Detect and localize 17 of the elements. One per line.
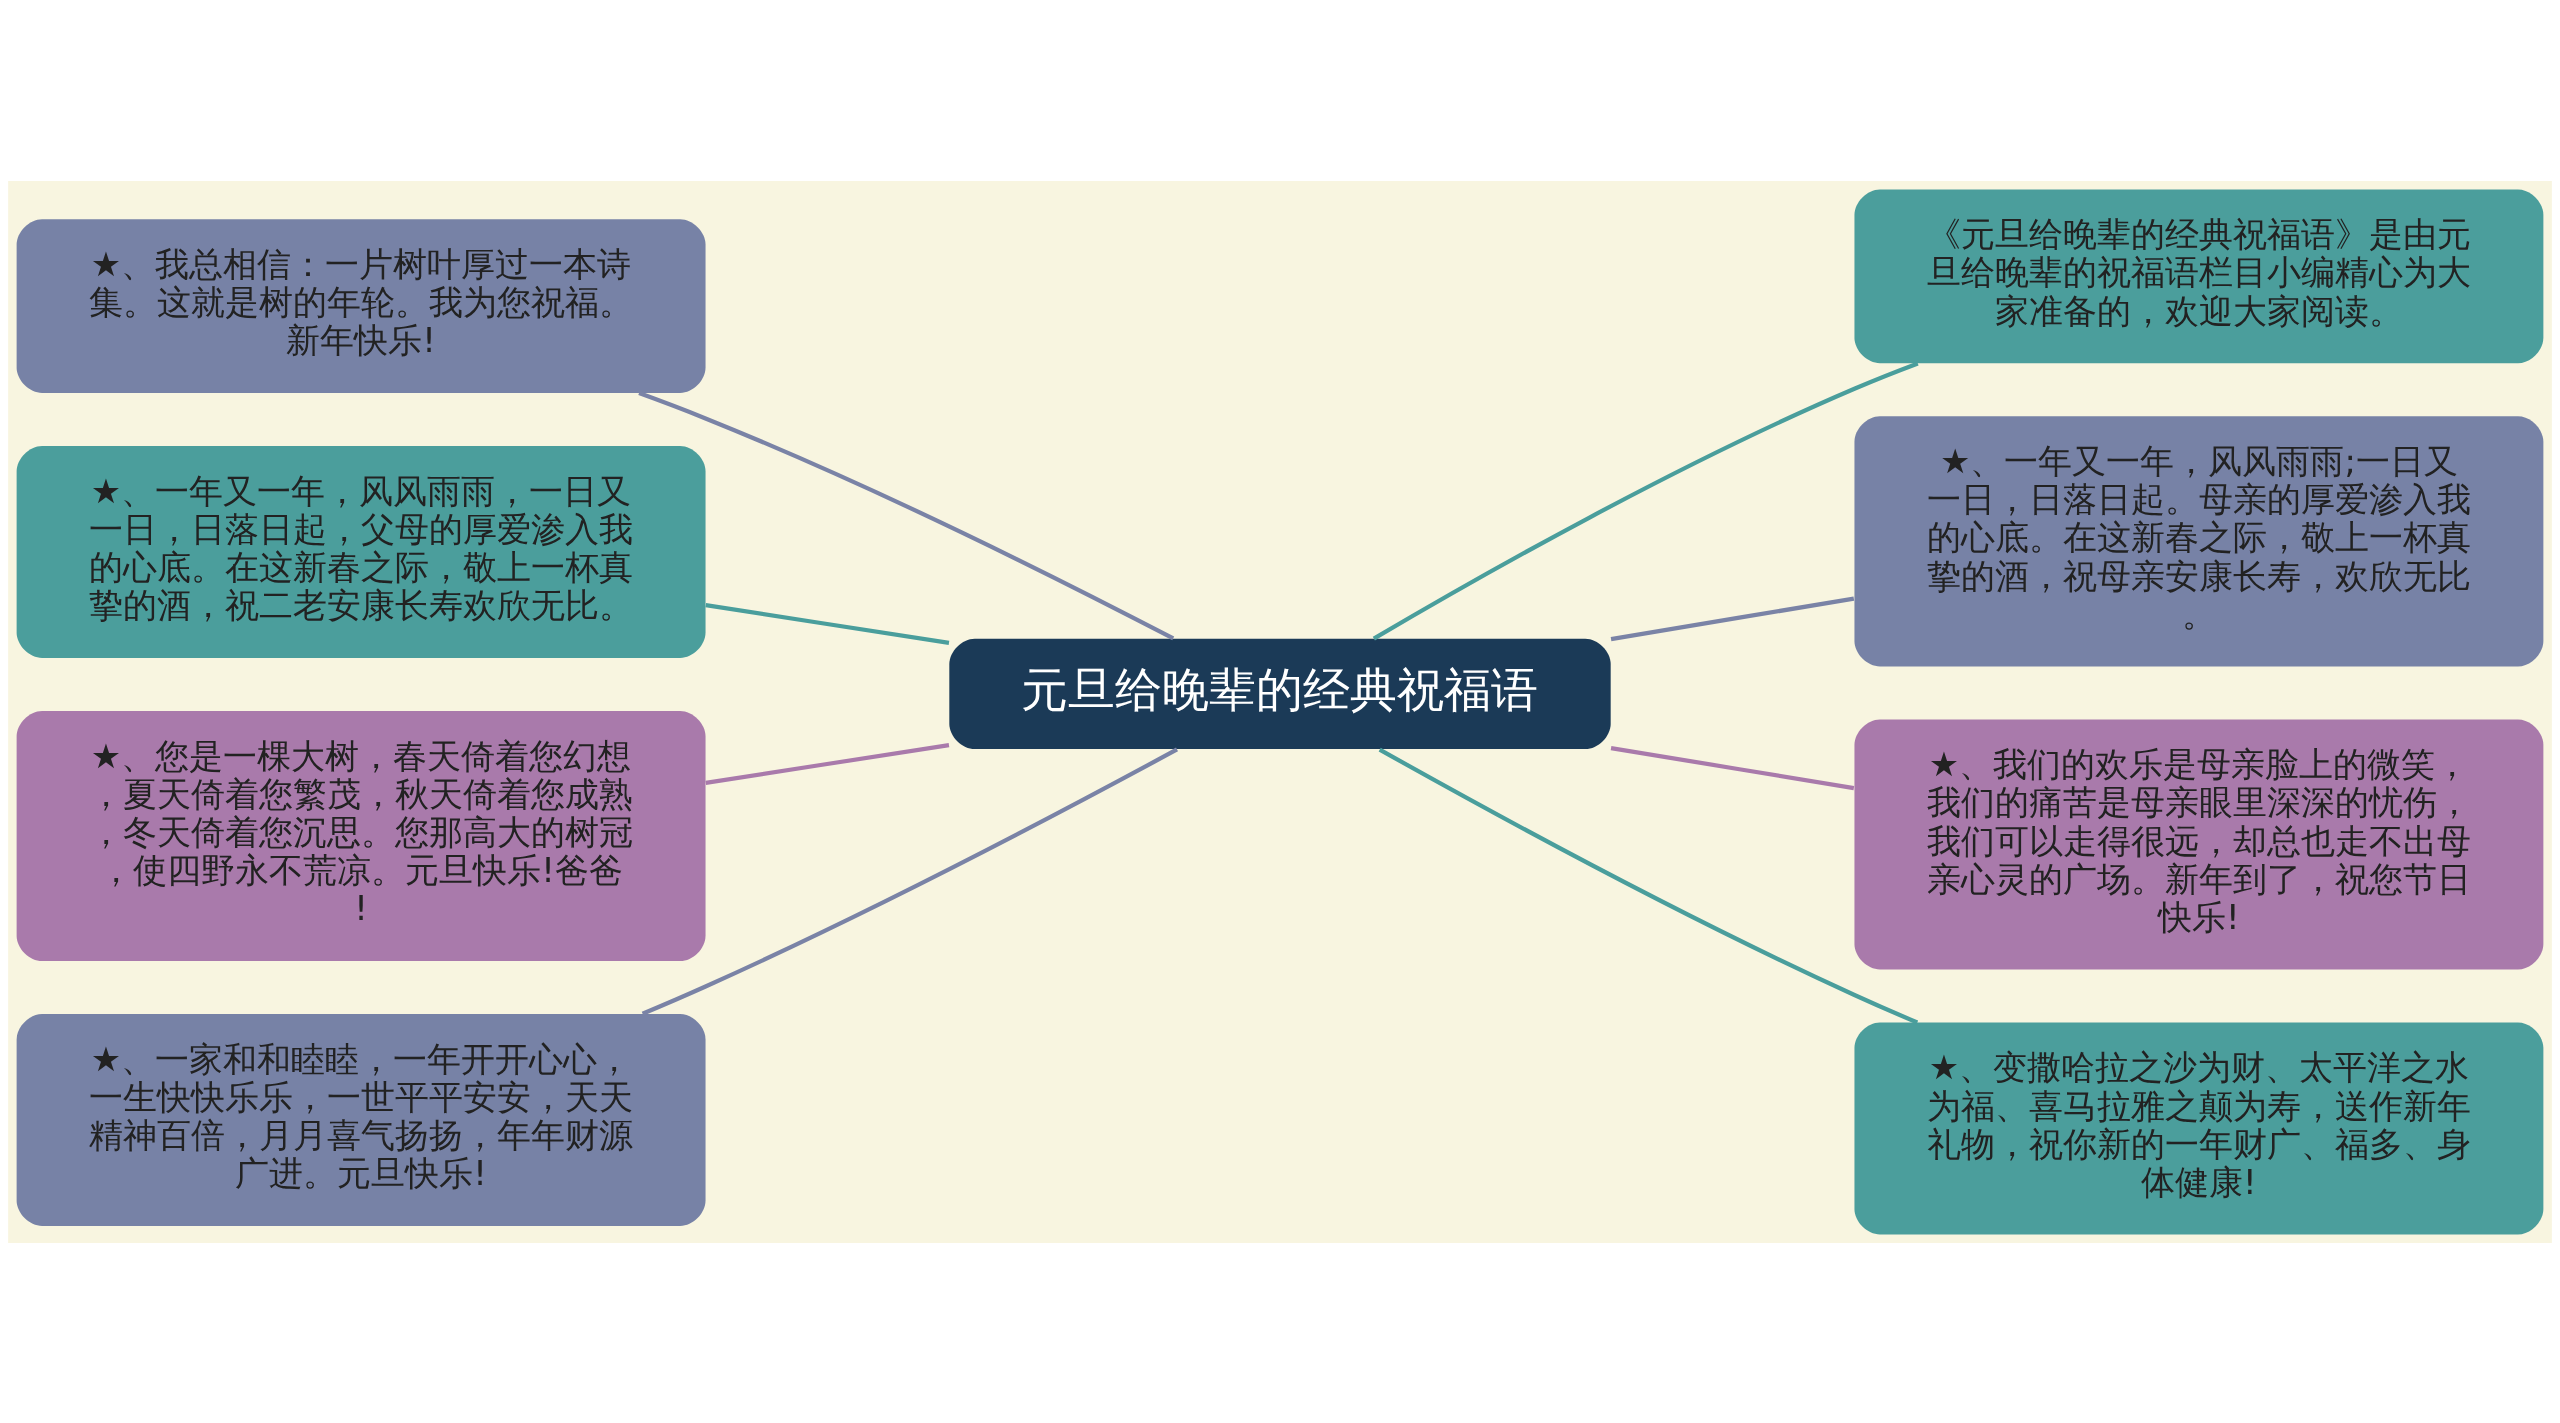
- connector: [641, 747, 1179, 1016]
- node-box: ★、一年又一年，风风雨雨，一日又一日，日落日起，父母的厚爱渗入我的心底。在这新春之际，敬上一杯真挚的酒，祝二老安康长寿欢欣无比。: [16, 445, 706, 658]
- node-box: 元旦给晚辈的经典祝福语: [949, 638, 1611, 749]
- connector: [1610, 596, 1855, 641]
- node-box: ★、一年又一年，风风雨雨;一日又一日，日落日起。母亲的厚爱渗入我的心底。在这新春之际，敬上一杯真挚的酒，祝母亲安康长寿，欢欣无比。: [1854, 415, 2544, 666]
- connector: [1378, 747, 1919, 1024]
- connector: [1372, 360, 1919, 640]
- node-box: ★、我总相信：一片树叶厚过一本诗集。这就是树的年轮。我为您祝福。新年快乐!: [16, 218, 706, 393]
- node-box: ★、一家和和睦睦，一年开开心心，一生快快乐乐，一世平平安安，天天精神百倍，月月喜气扬扬，年年财源广进。元旦快乐!: [16, 1013, 706, 1226]
- connector: [1610, 745, 1855, 790]
- node-box: ★、您是一棵大树，春天倚着您幻想，夏天倚着您繁茂，秋天倚着您成熟，冬天倚着您沉思。您那高大的树冠，使四野永不荒凉。元旦快乐!爸爸!: [16, 710, 706, 961]
- node-box: ★、变撒哈拉之沙为财、太平洋之水为福、喜马拉雅之颠为寿，送作新年礼物，祝你新的一年财广、福多、身体健康!: [1854, 1022, 2544, 1234]
- connector: [705, 602, 950, 645]
- connector: [705, 742, 950, 785]
- node-box: 《元旦给晚辈的经典祝福语》是由元旦给晚辈的祝福语栏目小编精心为大家准备的，欢迎大家阅读。: [1854, 189, 2544, 363]
- connector: [638, 390, 1175, 640]
- node-box: ★、我们的欢乐是母亲脸上的微笑，我们的痛苦是母亲眼里深深的忧伤，我们可以走得很远，却总也走不出母亲心灵的广场。新年到了，祝您节日快乐!: [1854, 718, 2544, 970]
